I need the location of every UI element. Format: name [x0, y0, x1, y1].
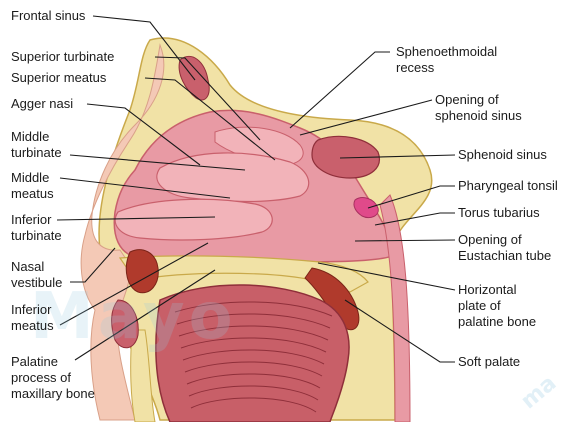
label-pharyngeal-tonsil: Pharyngeal tonsil: [458, 178, 558, 194]
middle-turbinate-shape: [157, 153, 309, 202]
label-horizontal-plate: Horizontal plate of palatine bone: [458, 282, 536, 330]
label-opening-eustachian-line2: Eustachian tube: [458, 248, 551, 264]
label-horizontal-plate-line3: palatine bone: [458, 314, 536, 330]
label-agger-nasi: Agger nasi: [11, 96, 73, 112]
label-inferior-meatus: Inferior meatus: [11, 302, 54, 334]
label-sphenoethmoidal-recess-line2: recess: [396, 60, 497, 76]
label-inferior-meatus-line1: Inferior: [11, 302, 54, 318]
label-middle-meatus-line1: Middle: [11, 170, 54, 186]
label-inferior-meatus-line2: meatus: [11, 318, 54, 334]
label-nasal-vestibule: Nasal vestibule: [11, 259, 62, 291]
label-middle-turbinate-line1: Middle: [11, 129, 62, 145]
label-nasal-vestibule-line1: Nasal: [11, 259, 62, 275]
label-sphenoethmoidal-recess: Sphenoethmoidal recess: [396, 44, 497, 76]
label-nasal-vestibule-line2: vestibule: [11, 275, 62, 291]
label-superior-turbinate: Superior turbinate: [11, 49, 114, 65]
watermark-text: Mayo: [30, 280, 237, 354]
inferior-turbinate-shape: [115, 199, 272, 240]
label-sphenoid-sinus: Sphenoid sinus: [458, 147, 547, 163]
label-opening-eustachian-line1: Opening of: [458, 232, 551, 248]
label-middle-meatus: Middle meatus: [11, 170, 54, 202]
label-palatine-process-line1: Palatine: [11, 354, 95, 370]
label-palatine-process-line2: process of: [11, 370, 95, 386]
label-sphenoethmoidal-recess-line1: Sphenoethmoidal: [396, 44, 497, 60]
label-middle-turbinate: Middle turbinate: [11, 129, 62, 161]
label-superior-meatus: Superior meatus: [11, 70, 106, 86]
label-torus-tubarius: Torus tubarius: [458, 205, 540, 221]
label-opening-eustachian: Opening of Eustachian tube: [458, 232, 551, 264]
label-middle-meatus-line2: meatus: [11, 186, 54, 202]
label-inferior-turbinate-line2: turbinate: [11, 228, 62, 244]
label-middle-turbinate-line2: turbinate: [11, 145, 62, 161]
label-opening-sphenoid-sinus-line1: Opening of: [435, 92, 522, 108]
label-horizontal-plate-line2: plate of: [458, 298, 536, 314]
label-opening-sphenoid-sinus-line2: sphenoid sinus: [435, 108, 522, 124]
label-horizontal-plate-line1: Horizontal: [458, 282, 536, 298]
label-palatine-process-line3: maxillary bone: [11, 386, 95, 402]
label-palatine-process: Palatine process of maxillary bone: [11, 354, 95, 402]
label-frontal-sinus: Frontal sinus: [11, 8, 85, 24]
label-soft-palate: Soft palate: [458, 354, 520, 370]
label-inferior-turbinate: Inferior turbinate: [11, 212, 62, 244]
label-opening-sphenoid-sinus: Opening of sphenoid sinus: [435, 92, 522, 124]
label-inferior-turbinate-line1: Inferior: [11, 212, 62, 228]
